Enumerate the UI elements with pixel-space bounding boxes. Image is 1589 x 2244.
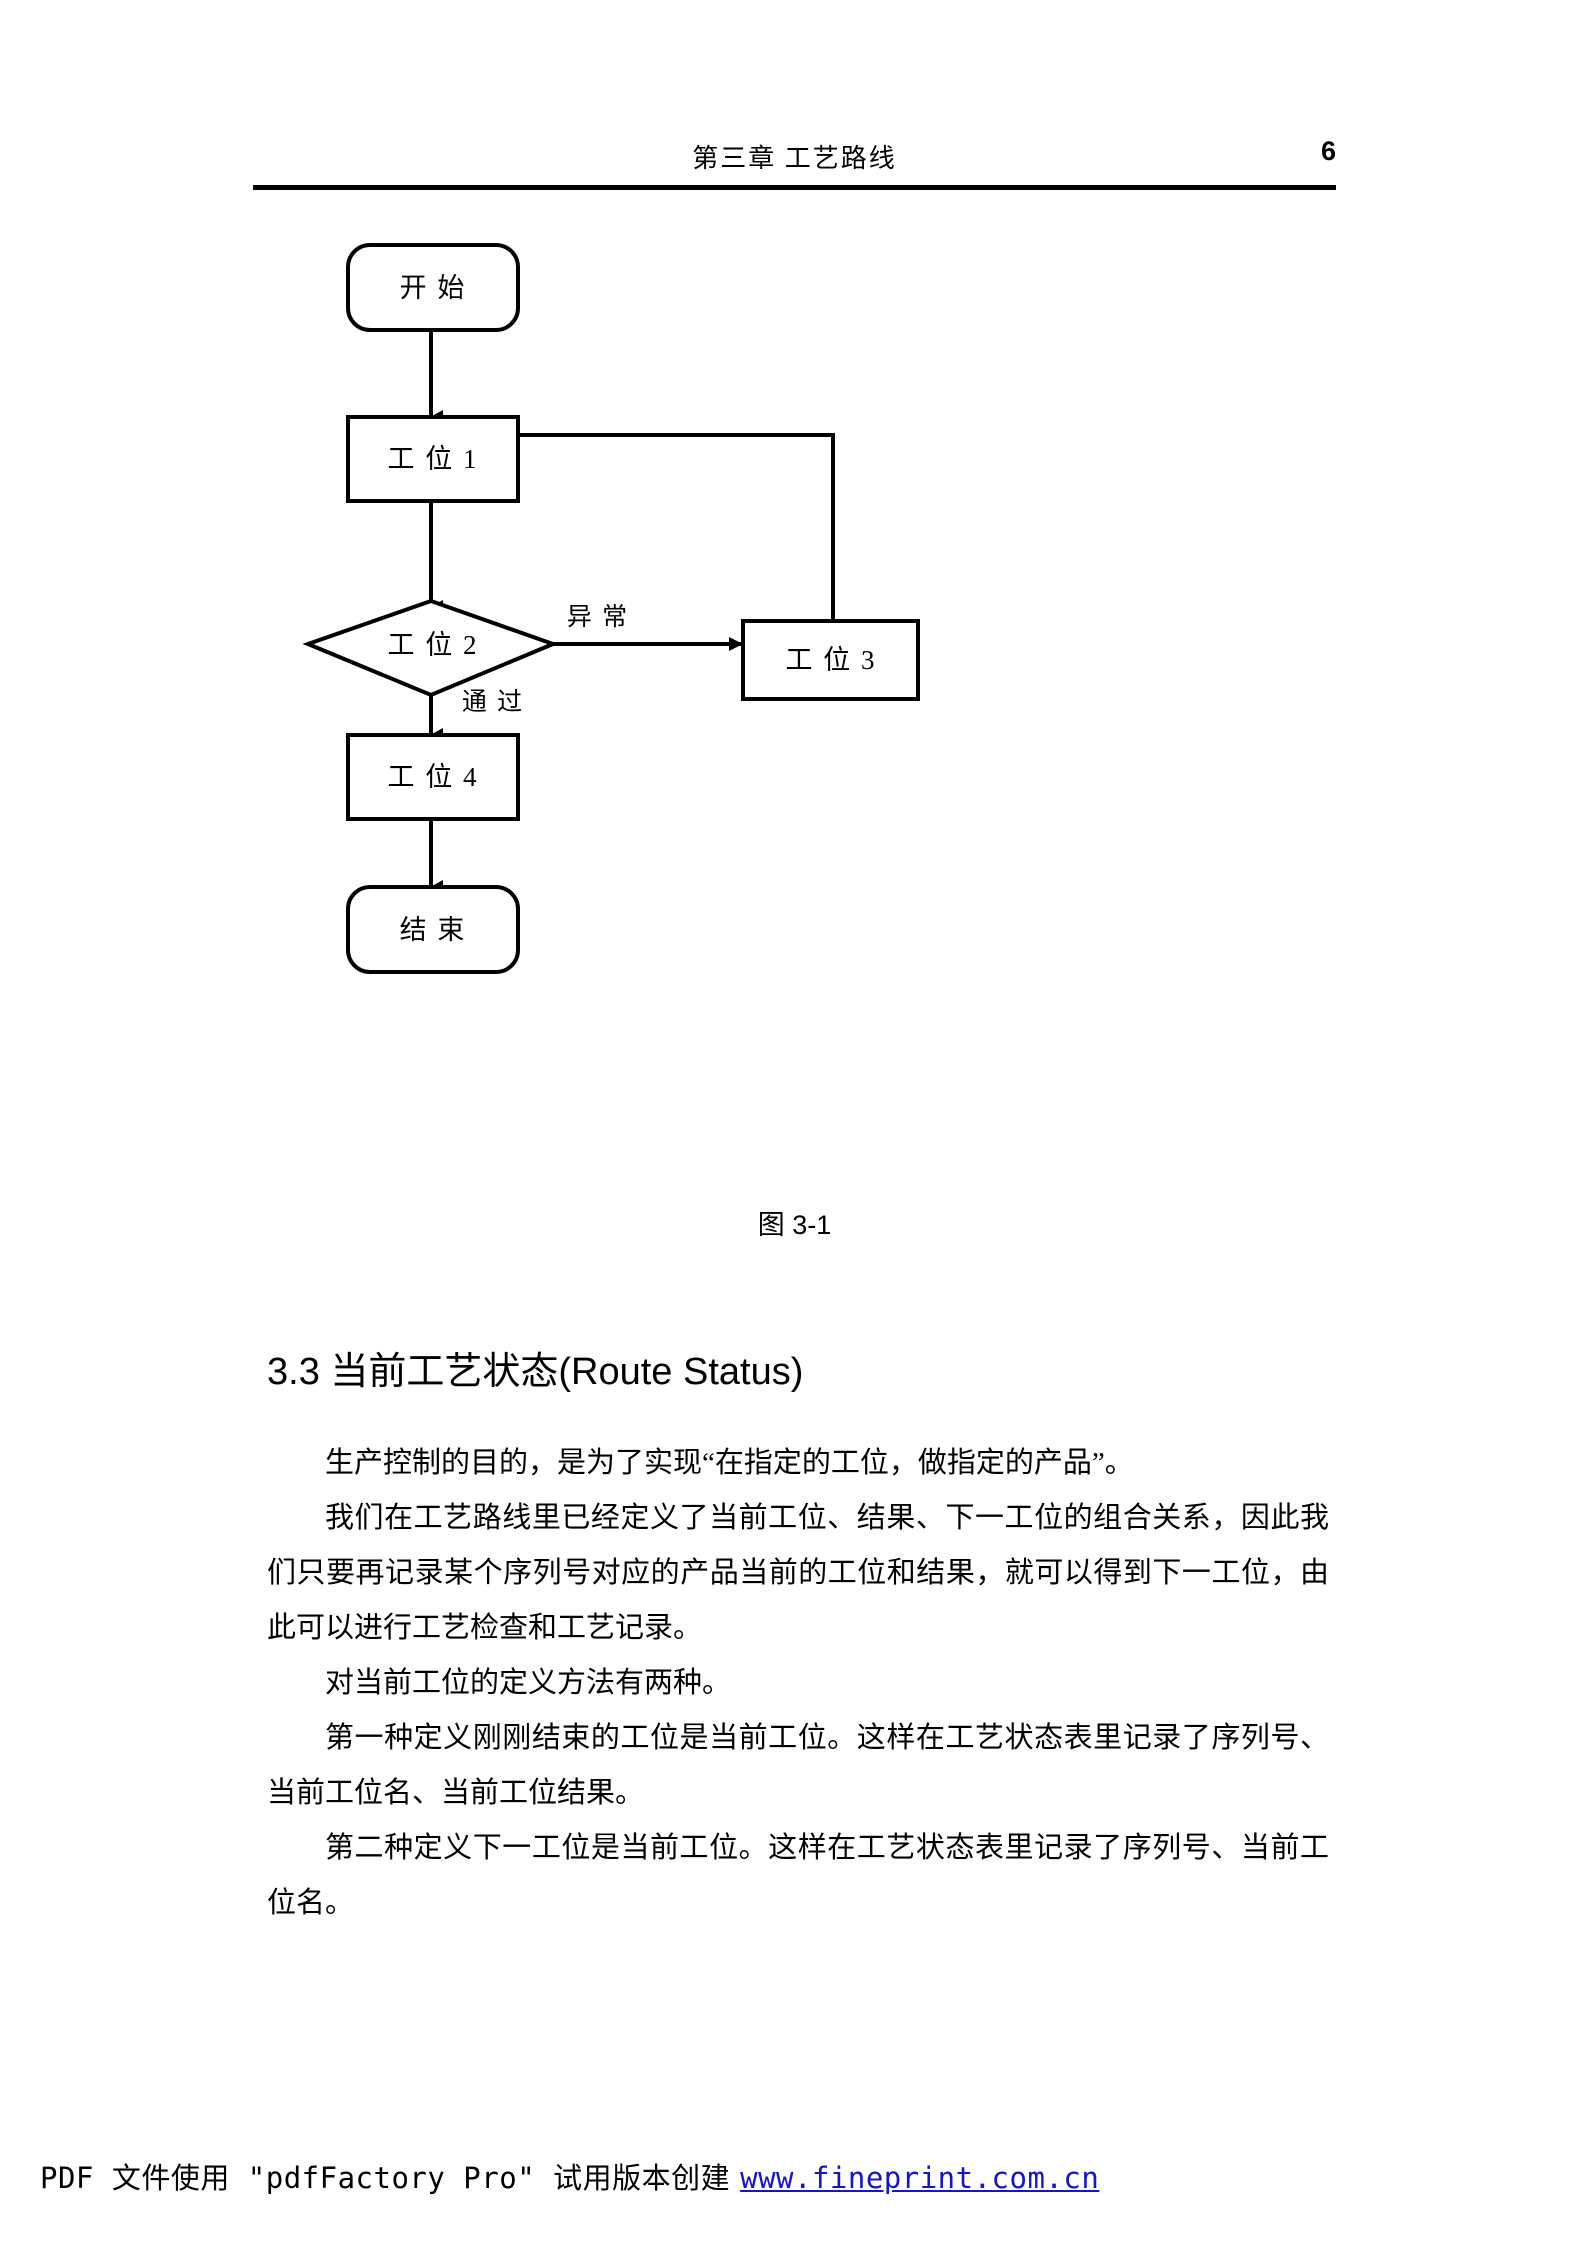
node-end-label: 结 束 bbox=[400, 915, 467, 945]
paragraph: 我们在工艺路线里已经定义了当前工位、结果、下一工位的组合关系，因此我们只要再记录… bbox=[267, 1502, 1329, 1644]
header-divider bbox=[253, 185, 1336, 190]
node-station3-label: 工 位 3 bbox=[786, 645, 877, 675]
edge-label-pass: 通 过 bbox=[462, 688, 524, 716]
node-station1-shape bbox=[346, 415, 520, 503]
page-number: 6 bbox=[1320, 136, 1336, 166]
edge-station3-feedback bbox=[453, 428, 835, 621]
node-station3-shape bbox=[741, 619, 920, 701]
watermark-text: PDF 文件使用 "pdfFactory Pro" 试用版本创建 bbox=[40, 2161, 731, 2195]
node-station4-shape bbox=[346, 733, 520, 821]
node-station1-label: 工 位 1 bbox=[388, 444, 479, 474]
figure-caption: 图 3-1 bbox=[757, 1210, 832, 1240]
paragraph: 生产控制的目的，是为了实现“在指定的工位，做指定的产品”。 bbox=[325, 1447, 1134, 1479]
figure-3-1: 开 始 工 位 1 工 位 2 工 位 3 工 位 4 结 束 异 常 通 过 … bbox=[253, 235, 1336, 1240]
paragraph: 第二种定义下一工位是当前工位。这样在工艺状态表里记录了序列号、当前工位名。 bbox=[267, 1832, 1329, 1919]
body-text: 生产控制的目的，是为了实现“在指定的工位，做指定的产品”。 我们在工艺路线里已经… bbox=[267, 1436, 1329, 1931]
node-station2-shape bbox=[302, 598, 559, 698]
edge-label-abnormal: 异 常 bbox=[567, 603, 629, 631]
node-station4-label: 工 位 4 bbox=[388, 762, 479, 792]
page-header: 第三章 工艺路线 6 bbox=[253, 136, 1336, 186]
pdf-watermark: PDF 文件使用 "pdfFactory Pro" 试用版本创建 www.fine… bbox=[40, 2155, 1099, 2197]
node-start-label: 开 始 bbox=[400, 273, 467, 303]
section-heading: 3.3 当前工艺状态(Route Status) bbox=[267, 1351, 804, 1393]
chapter-title: 第三章 工艺路线 bbox=[692, 144, 897, 173]
flowchart-diagram: 开 始 工 位 1 工 位 2 工 位 3 工 位 4 结 束 异 常 通 过 bbox=[302, 243, 920, 974]
node-station2-label: 工 位 2 bbox=[388, 630, 479, 660]
fineprint-url-link[interactable]: www.fineprint.com.cn bbox=[740, 2161, 1100, 2195]
paragraph: 第一种定义刚刚结束的工位是当前工位。这样在工艺状态表里记录了序列号、当前工位名、… bbox=[267, 1722, 1329, 1809]
paragraph: 对当前工位的定义方法有两种。 bbox=[325, 1667, 732, 1699]
node-start-shape bbox=[346, 243, 520, 332]
node-end-shape bbox=[346, 885, 520, 974]
